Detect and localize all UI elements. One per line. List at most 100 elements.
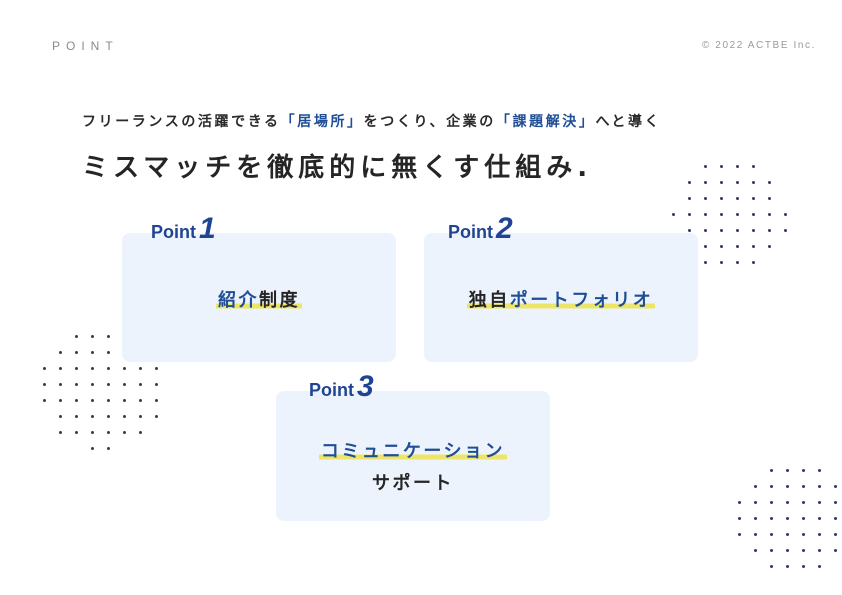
point-1-text-dark: 制度 — [259, 290, 300, 311]
point-2-text-dark: 独自 — [468, 290, 510, 311]
dot — [786, 469, 789, 472]
dot — [139, 383, 142, 386]
dot — [123, 431, 126, 434]
dot — [123, 399, 126, 402]
dot — [107, 367, 110, 370]
dot — [704, 181, 707, 184]
dot — [834, 517, 837, 520]
lead-part-3: へと導く — [595, 114, 662, 130]
dot — [768, 181, 771, 184]
dot — [59, 367, 62, 370]
dot — [59, 351, 62, 354]
point-3-word: Point — [309, 380, 354, 400]
dot — [786, 485, 789, 488]
dot — [786, 565, 789, 568]
dot — [770, 485, 773, 488]
page-title: ミスマッチを徹底的に無くす仕組み. — [82, 153, 593, 183]
dot — [123, 383, 126, 386]
dot — [736, 197, 739, 200]
dot — [834, 501, 837, 504]
dot — [770, 533, 773, 536]
dot — [91, 415, 94, 418]
dot — [738, 533, 741, 536]
point-1-number: 1 — [199, 212, 216, 245]
lead-part-2: をつくり、企業の — [363, 114, 496, 130]
dot — [736, 261, 739, 264]
dot — [720, 261, 723, 264]
dot — [139, 431, 142, 434]
dot — [818, 565, 821, 568]
dot — [738, 517, 741, 520]
dot — [834, 533, 837, 536]
dot — [752, 181, 755, 184]
dot — [688, 213, 691, 216]
dot — [752, 197, 755, 200]
dot — [818, 485, 821, 488]
dot — [752, 213, 755, 216]
dot — [786, 517, 789, 520]
dot — [736, 245, 739, 248]
dot — [155, 383, 158, 386]
dot — [786, 501, 789, 504]
dot — [770, 501, 773, 504]
dot — [75, 351, 78, 354]
dot — [802, 517, 805, 520]
dot — [123, 367, 126, 370]
dot — [688, 197, 691, 200]
dot — [139, 367, 142, 370]
dot — [91, 367, 94, 370]
dot — [139, 415, 142, 418]
dot — [770, 549, 773, 552]
dot — [107, 351, 110, 354]
copyright: © 2022 ACTBE Inc. — [701, 40, 816, 51]
dot — [107, 415, 110, 418]
lead-text: フリーランスの活躍できる「居場所」をつくり、企業の「課題解決」へと導く — [82, 111, 661, 131]
dot — [802, 469, 805, 472]
dot — [75, 431, 78, 434]
dot — [802, 565, 805, 568]
dot — [75, 399, 78, 402]
dot — [754, 501, 757, 504]
dot — [754, 533, 757, 536]
dot — [43, 383, 46, 386]
dot — [704, 165, 707, 168]
dot — [720, 229, 723, 232]
dot — [834, 485, 837, 488]
dot — [802, 485, 805, 488]
dot — [768, 229, 771, 232]
point-3-number: 3 — [357, 370, 374, 403]
point-2-text: 独自ポートフォリオ — [424, 286, 698, 312]
point-2-number: 2 — [496, 212, 513, 245]
dot — [754, 517, 757, 520]
dot — [59, 383, 62, 386]
point-3-text-line-2: サポート — [372, 473, 454, 494]
lead-highlight-solution: 「課題解決」 — [495, 114, 596, 130]
dot — [704, 213, 707, 216]
point-2-word: Point — [448, 222, 493, 242]
dot — [738, 501, 741, 504]
dot — [75, 367, 78, 370]
dot — [107, 447, 110, 450]
dot — [784, 213, 787, 216]
dot — [802, 501, 805, 504]
dot — [107, 399, 110, 402]
lead-highlight-place: 「居場所」 — [280, 114, 364, 130]
dot — [752, 165, 755, 168]
dot — [736, 165, 739, 168]
dot — [43, 367, 46, 370]
dot — [155, 399, 158, 402]
dot — [736, 181, 739, 184]
point-card-2: 独自ポートフォリオ — [424, 233, 698, 362]
dot — [59, 431, 62, 434]
dot — [818, 501, 821, 504]
dot — [752, 261, 755, 264]
dot — [43, 399, 46, 402]
dot — [91, 351, 94, 354]
dot — [91, 431, 94, 434]
dot — [768, 197, 771, 200]
dot — [768, 245, 771, 248]
dot — [754, 549, 757, 552]
